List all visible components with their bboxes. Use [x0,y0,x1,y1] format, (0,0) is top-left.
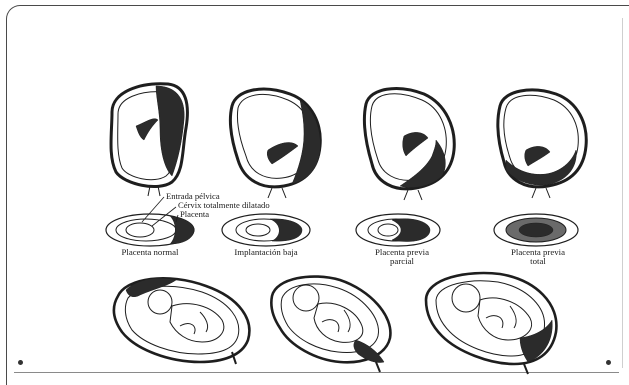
uterus-partial-previa [364,89,454,200]
caption-low-implantation: Implantación baja [234,247,297,257]
caption-placenta-normal: Placenta normal [122,247,179,257]
pregnancy-normal-placenta [114,278,249,364]
os-view-partial-previa [356,214,440,246]
uterus-low-implantation [230,89,320,198]
uterus-total-previa [498,90,586,198]
os-view-low-implantation [222,214,310,246]
pregnancy-partial-previa [271,277,390,372]
uterus-normal-placenta [111,84,187,196]
os-view-total-previa [494,214,578,246]
callout-placenta: Placenta [180,209,209,219]
pregnancy-total-previa [426,273,556,374]
caption-total-previa-line2: total [530,256,546,266]
caption-partial-previa-line2: parcial [390,256,414,266]
callout-leaders [142,197,178,226]
